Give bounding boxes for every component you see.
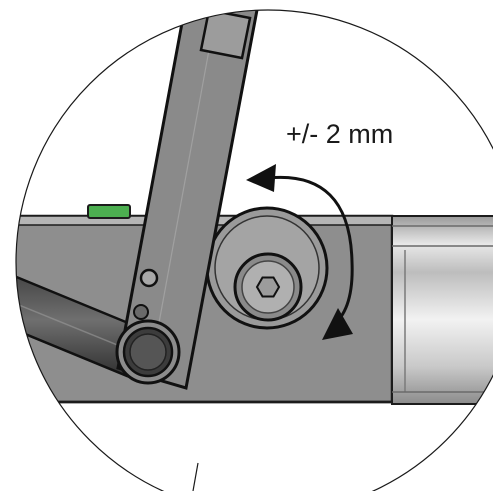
hex-socket-icon xyxy=(255,276,281,298)
rotation-arrow-icon xyxy=(246,164,354,340)
adjustment-annotation: +/- 2 mm xyxy=(286,119,393,149)
eccentric-wheel xyxy=(205,206,329,330)
lever-slot xyxy=(199,10,252,60)
aluminium-rail xyxy=(391,215,493,405)
pivot-joint xyxy=(115,319,181,385)
magnified-area xyxy=(16,10,493,405)
green-indicator xyxy=(87,204,131,219)
magnifier-outline xyxy=(15,9,493,491)
lever-small-hole xyxy=(139,268,159,288)
leader-line xyxy=(192,462,199,491)
lever-arm xyxy=(116,10,262,390)
lever-pin xyxy=(133,304,149,320)
